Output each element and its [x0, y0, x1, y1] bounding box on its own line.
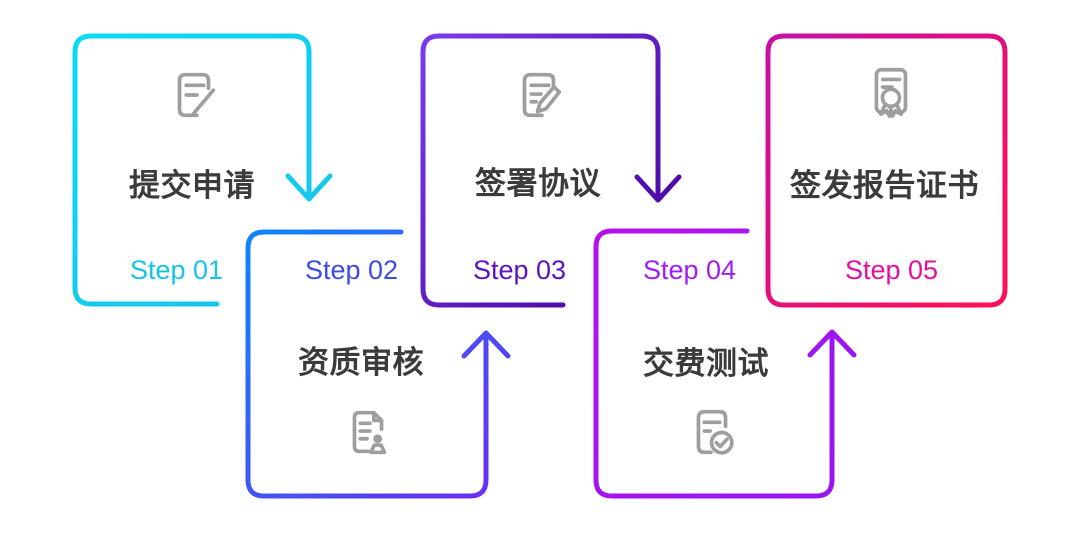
step-title: 交费测试 — [643, 346, 769, 381]
step-label: Step 02 — [305, 255, 399, 285]
step-label: Step 04 — [643, 255, 737, 285]
step-4-border-and-up-arrow — [593, 228, 857, 499]
step-title: 提交申请 — [129, 168, 255, 203]
payment-test-icon — [683, 403, 741, 461]
step-title: 资质审核 — [298, 345, 424, 380]
certificate-icon — [861, 62, 919, 120]
step-title: 签署协议 — [475, 166, 601, 201]
step-2-border-and-up-arrow — [245, 229, 511, 499]
step-1-border-and-down-arrow — [72, 33, 333, 307]
step-label: Step 01 — [130, 255, 224, 285]
profile-review-icon — [339, 403, 397, 461]
step-5-border — [765, 33, 1008, 308]
step-3-border-and-down-arrow — [420, 33, 682, 308]
step-title: 签发报告证书 — [790, 168, 979, 203]
step-label: Step 05 — [845, 255, 939, 285]
edit-document-icon — [165, 66, 223, 124]
sign-agreement-icon — [510, 66, 568, 124]
step-label: Step 03 — [473, 255, 567, 285]
